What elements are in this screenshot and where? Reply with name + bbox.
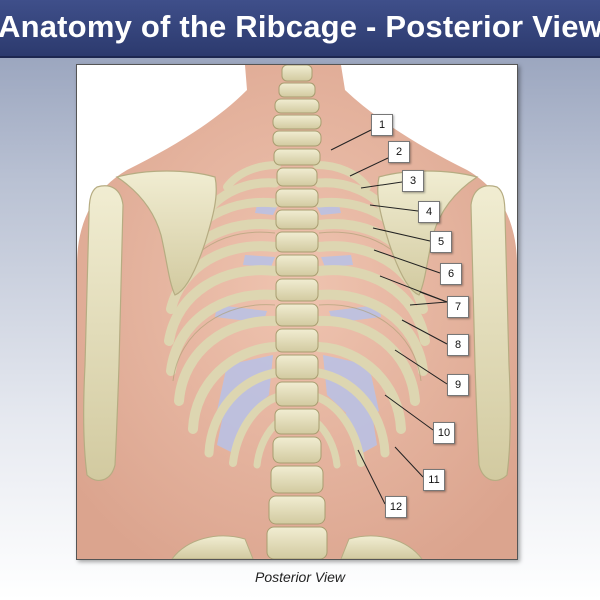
label-3: 3	[402, 170, 424, 192]
title-bar: Anatomy of the Ribcage - Posterior View	[0, 0, 600, 58]
figure-caption: Posterior View	[254, 569, 345, 585]
label-9: 9	[447, 374, 469, 396]
label-2: 2	[388, 141, 410, 163]
left-scapula	[115, 170, 217, 296]
label-6: 6	[440, 263, 462, 285]
vertebral-column	[266, 65, 328, 559]
label-7: 7	[447, 296, 469, 318]
page-title: Anatomy of the Ribcage - Posterior View	[0, 9, 600, 44]
label-4: 4	[418, 201, 440, 223]
label-1: 1	[371, 114, 393, 136]
left-humerus	[83, 185, 124, 482]
label-11: 11	[423, 469, 445, 491]
right-humerus	[470, 185, 511, 482]
label-5: 5	[430, 231, 452, 253]
label-12: 12	[385, 496, 407, 518]
right-iliac-crest	[340, 535, 423, 559]
left-iliac-crest	[171, 535, 254, 559]
label-8: 8	[447, 334, 469, 356]
label-10: 10	[433, 422, 455, 444]
